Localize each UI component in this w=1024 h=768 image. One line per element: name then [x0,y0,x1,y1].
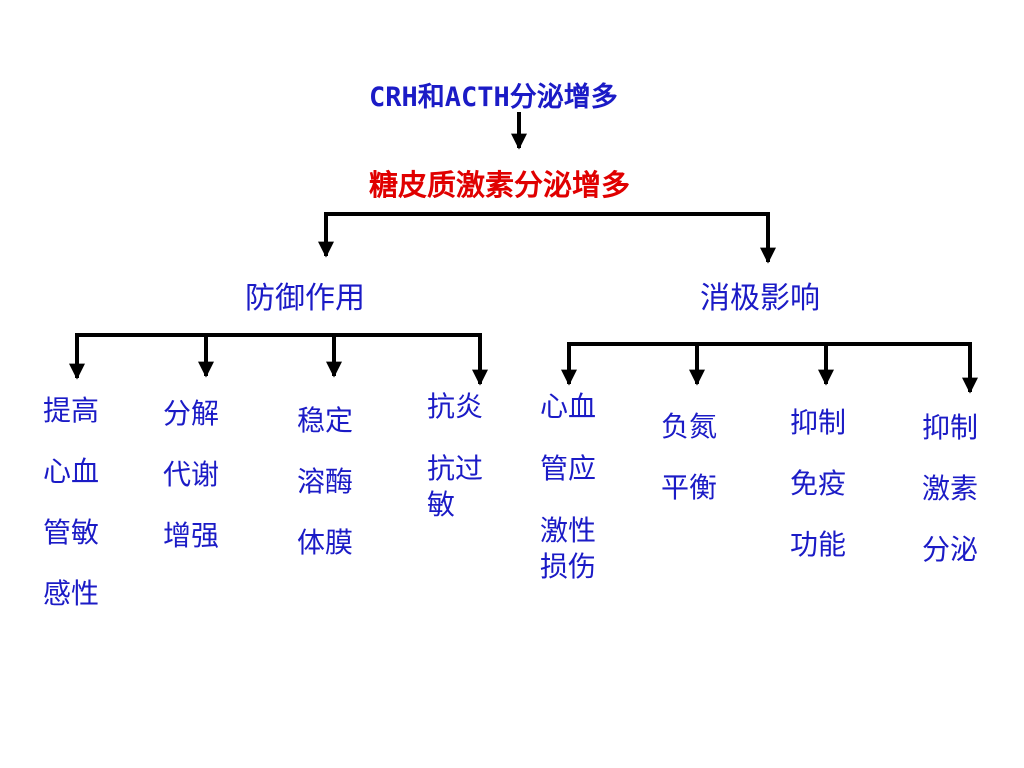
leaf-line: 代谢 [163,458,220,491]
root-node: CRH和ACTH分泌增多 [369,82,618,113]
leaf-line: 感性 [43,577,100,610]
leaf-defense-1: 提高 心血 管敏 感性 [43,380,99,624]
leaf-line: 体膜 [297,526,354,559]
leaf-negative-2: 负氮 平衡 [661,396,717,518]
leaf-line: 心血 [43,455,100,488]
leaf-defense-2: 分解 代谢 增强 [163,383,219,566]
leaf-defense-4: 抗炎 抗过 敏 [427,389,483,523]
leaf-line: 分泌 [922,533,979,566]
leaf-line: 提高 [43,394,100,427]
leaf-negative-1: 心血 管应 激性 损伤 [540,389,596,585]
leaf-line: 心血 [540,390,597,423]
leaf-line: 管敏 [43,516,100,549]
leaf-negative-3: 抑制 免疫 功能 [790,392,846,575]
branch-defense: 防御作用 [245,281,365,316]
leaf-line: 损伤 [540,550,597,583]
leaf-line: 抑制 [922,411,979,444]
leaf-line: 抑制 [790,406,847,439]
secondary-node: 糖皮质激素分泌增多 [369,168,631,202]
leaf-line: 分解 [163,397,220,430]
leaf-line: 管应 [540,452,597,485]
leaf-negative-4: 抑制 激素 分泌 [922,397,978,580]
leaf-line: 免疫 [790,467,847,500]
leaf-defense-3: 稳定 溶酶 体膜 [297,390,353,573]
leaf-line: 功能 [790,528,847,561]
leaf-line: 增强 [163,519,220,552]
leaf-line: 稳定 [297,404,354,437]
leaf-line: 敏 [427,488,456,521]
leaf-line: 负氮 [661,410,718,443]
branch-negative: 消极影响 [700,281,820,316]
leaf-line: 激素 [922,472,979,505]
leaf-line: 抗炎 [427,390,484,423]
leaf-line: 平衡 [661,471,718,504]
leaf-line: 溶酶 [297,465,354,498]
leaf-line: 抗过 [427,452,484,485]
leaf-line: 激性 [540,514,597,547]
